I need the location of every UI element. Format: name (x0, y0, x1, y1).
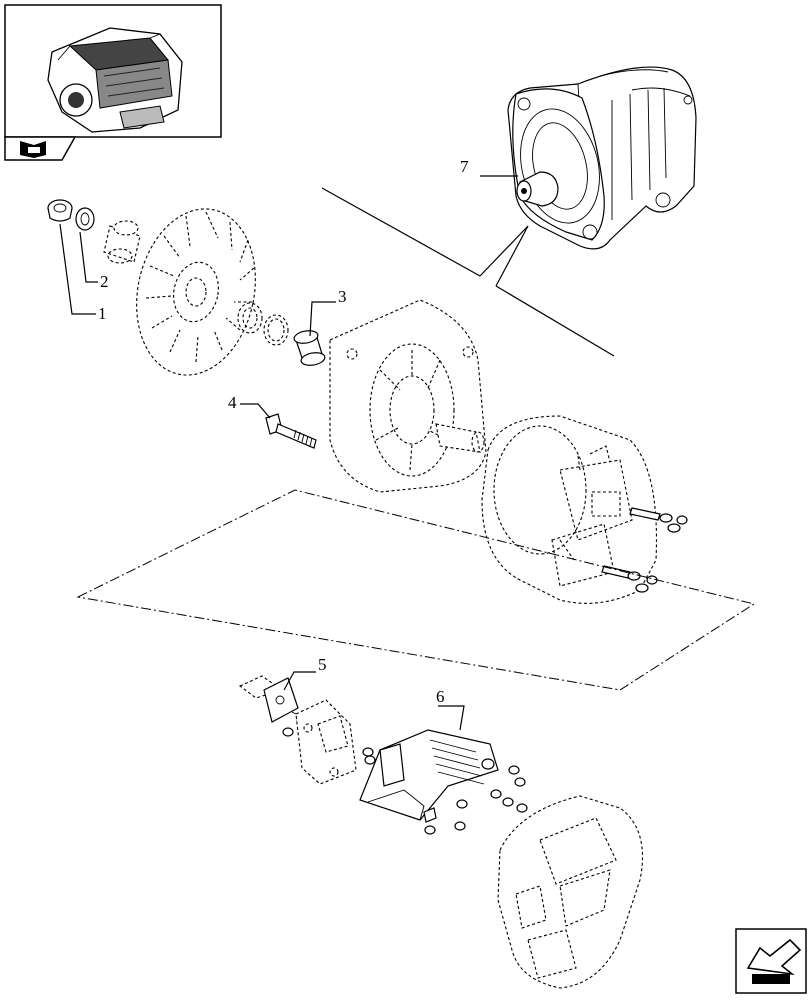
rear-cover-dashed (497, 795, 643, 989)
alternator-assembly (507, 66, 697, 250)
engine-thumbnail[interactable] (4, 4, 222, 138)
callout-5: 5 (283, 655, 327, 691)
next-page-arrow-icon[interactable] (735, 928, 807, 994)
rotor-shaft-dashed (435, 423, 485, 453)
rear-terminals (601, 507, 688, 593)
callout-2-label: 2 (100, 272, 109, 291)
engine-thumbnail-icon (47, 27, 183, 133)
front-housing-dashed (329, 299, 487, 493)
callout-3: 3 (309, 287, 347, 337)
brush-holder-item-5 (238, 675, 305, 723)
callout-6: 6 (436, 687, 465, 731)
open-book-icon[interactable] (4, 136, 77, 161)
callout-1-label: 1 (98, 304, 107, 323)
callout-7: 7 (460, 157, 518, 177)
callout-2: 2 (79, 231, 109, 291)
regulator-item-6 (359, 729, 499, 823)
callout-4-label: 4 (228, 393, 237, 412)
section-lines (321, 187, 615, 357)
gasket-dashed (295, 699, 357, 785)
callout-7-label: 7 (460, 157, 469, 176)
cooling-fan-dashed (136, 208, 256, 376)
callout-3-label: 3 (338, 287, 347, 306)
callout-4: 4 (228, 393, 271, 419)
callout-6-label: 6 (436, 687, 445, 706)
bushing-item-3 (293, 330, 326, 366)
screws-left (282, 727, 374, 757)
assembly-frame-dashdot (76, 489, 756, 691)
nut-item-1 (47, 199, 73, 222)
bolt-item-4 (265, 413, 317, 449)
regulator-fasteners (364, 755, 528, 835)
spacer-sleeve-dashed (103, 220, 141, 264)
spacer-rings-dashed (237, 302, 289, 346)
callout-1: 1 (59, 223, 107, 323)
callout-5-label: 5 (318, 655, 327, 674)
rear-housing-dashed (481, 415, 657, 604)
washer-item-2 (75, 207, 95, 231)
